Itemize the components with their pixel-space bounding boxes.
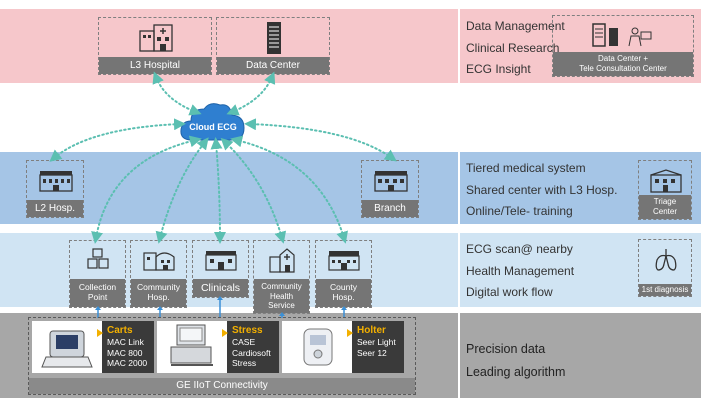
health-service-icon [269,248,295,273]
clinicals-label: Clinicals [193,279,248,297]
tier2-features: Tiered medical system Shared center with… [466,158,617,223]
feature-line: Clinical Research [466,40,560,55]
holter-model: Seer Light [357,337,396,347]
connector-datacenter [226,71,276,116]
community-hospital-icon [143,252,175,271]
datacenter-doctor-icon [592,23,652,47]
feature-line: Health Management [466,263,575,278]
server-rack-icon [267,22,281,54]
first-diagnosis-label: 1st diagnosis [639,284,691,296]
l2-hospital-box: L2 Hosp. [26,160,84,218]
feature-line: Online/Tele- training [466,204,573,218]
device-features: Precision data Leading algorithm [466,338,565,384]
band-tier2-right: Tiered medical system Shared center with… [460,152,701,224]
clinicals-box: Clinicals [192,240,249,298]
feature-line: ECG scan@ nearby [466,242,573,256]
stress-system-icon [170,324,213,366]
clinic-icon [205,251,237,271]
data-center-features: Data Management Clinical Research ECG In… [466,16,565,81]
lungs-icon [655,249,677,271]
holter-device-image [282,321,352,373]
connector-community [155,137,209,244]
community-hosp-box: Community Hosp. [130,240,187,308]
stress-model: Cardiosoft [232,347,271,358]
triage-building-icon [650,169,682,193]
stress-model: CASE [232,337,256,347]
teleconsult-center-box: Data Center + Tele Consultation Center [552,15,694,77]
community-hosp-label: Community Hosp. [131,279,186,307]
l3-hospital-label: L3 Hospital [99,57,211,74]
l3-hospital-box: L3 Hospital [98,17,212,75]
county-hosp-box: County Hosp. [315,240,372,308]
band-tier3-right: ECG scan@ nearby Health Management Digit… [460,233,701,307]
holter-monitor-icon [303,328,333,366]
triage-center-box: Triage Center [638,160,692,220]
l2-hospital-label: L2 Hosp. [27,200,83,217]
ge-iiot-label: GE IIoT Connectivity [29,378,415,394]
data-center-label: Data Center [217,57,329,74]
band-devices-right: Precision data Leading algorithm [460,313,701,398]
tier3-features: ECG scan@ nearby Health Management Digit… [466,239,574,304]
boxes-icon [87,248,109,269]
carts-model: MAC 2000 [107,358,148,368]
collection-point-label: Collection Point [70,279,125,307]
branch-building-icon [374,171,408,192]
ge-iiot-connectivity-box: Carts MAC Link MAC 800 MAC 2000 Stress C… [28,317,416,395]
feature-line: ECG Insight [466,62,531,76]
ecg-cart-icon [41,330,93,368]
branch-label: Branch [362,200,418,217]
connector-l3 [152,71,202,116]
feature-line: Leading algorithm [466,365,566,379]
stress-label: Stress CASE Cardiosoft Stress [227,321,279,373]
county-hosp-label: County Hosp. [316,279,371,307]
carts-title: Carts [107,325,133,336]
connector-county [230,135,348,244]
feature-line: Digital work flow [466,285,553,299]
carts-model: MAC 800 [107,347,143,358]
stress-device-image [157,321,227,373]
holter-title: Holter [357,325,386,336]
holter-model: Seer 12 [357,347,387,358]
feature-line: Tiered medical system [466,161,586,175]
feature-line: Shared center with L3 Hosp. [466,182,618,197]
county-hospital-icon [328,251,360,271]
feature-line: Precision data [466,342,546,356]
connector-branch [244,118,397,162]
stress-title: Stress [232,325,263,336]
carts-label: Carts MAC Link MAC 800 MAC 2000 [102,321,154,373]
stress-model: Stress [232,358,257,368]
hospital-building-icon [139,24,173,52]
community-health-label: Community Health Service [254,279,309,313]
feature-line: Data Management [466,19,565,33]
community-health-box: Community Health Service [253,240,310,314]
data-center-box: Data Center [216,17,330,75]
teleconsult-center-label: Data Center + Tele Consultation Center [553,52,693,76]
first-diagnosis-box: 1st diagnosis [638,239,692,297]
carts-model: MAC Link [107,337,144,347]
triage-center-label: Triage Center [639,195,691,219]
hospital-icon [39,171,73,192]
connector-l2 [49,118,186,162]
band-data-center-right: Data Management Clinical Research ECG In… [460,9,701,83]
holter-label: Holter Seer Light Seer 12 [352,321,404,373]
cloud-ecg-label: Cloud ECG [189,122,237,132]
carts-device-image [32,321,102,373]
connector-clinicals [210,137,226,244]
